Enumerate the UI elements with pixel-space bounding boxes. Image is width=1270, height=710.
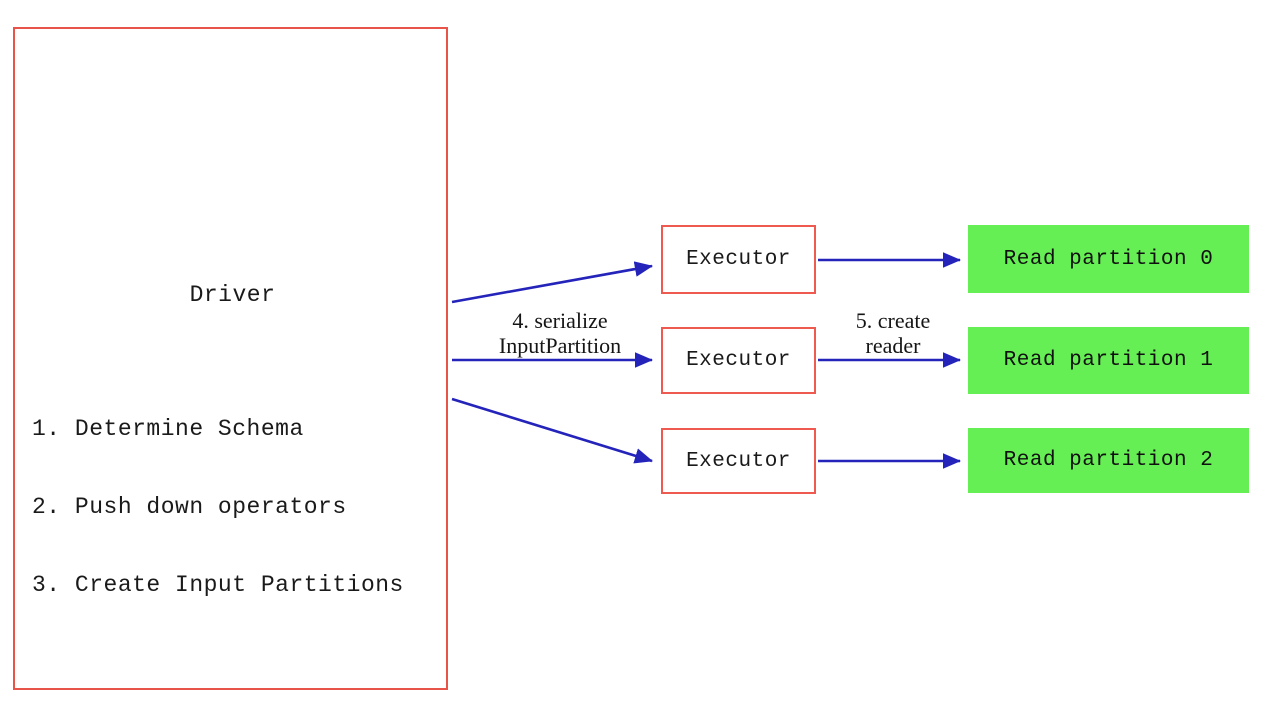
- arrow-driver-to-executor-2: [451, 397, 653, 464]
- executor-box-0: Executor: [661, 225, 816, 294]
- driver-steps-list: 1. Determine Schema 2. Push down operato…: [32, 364, 404, 650]
- edge-label-serialize-line1: 4. serialize: [512, 308, 608, 333]
- driver-box: Driver 1. Determine Schema 2. Push down …: [13, 27, 448, 690]
- edge-label-serialize: 4. serialize InputPartition: [455, 308, 665, 358]
- partition-box-1: Read partition 1: [968, 327, 1249, 394]
- driver-step-2: 2. Push down operators: [32, 494, 347, 520]
- executor-box-1: Executor: [661, 327, 816, 394]
- driver-step-1: 1. Determine Schema: [32, 416, 304, 442]
- driver-title: Driver: [189, 282, 276, 308]
- edge-label-serialize-line2: InputPartition: [498, 333, 622, 358]
- edge-label-create-reader: 5. create reader: [818, 308, 968, 358]
- edge-label-create-reader-line2: reader: [865, 333, 921, 358]
- arrow-driver-to-executor-0: [451, 261, 654, 304]
- edge-label-create-reader-line1: 5. create: [855, 308, 931, 333]
- partition-box-2: Read partition 2: [968, 428, 1249, 493]
- partition-box-0: Read partition 0: [968, 225, 1249, 293]
- executor-box-2: Executor: [661, 428, 816, 494]
- driver-step-3: 3. Create Input Partitions: [32, 572, 404, 598]
